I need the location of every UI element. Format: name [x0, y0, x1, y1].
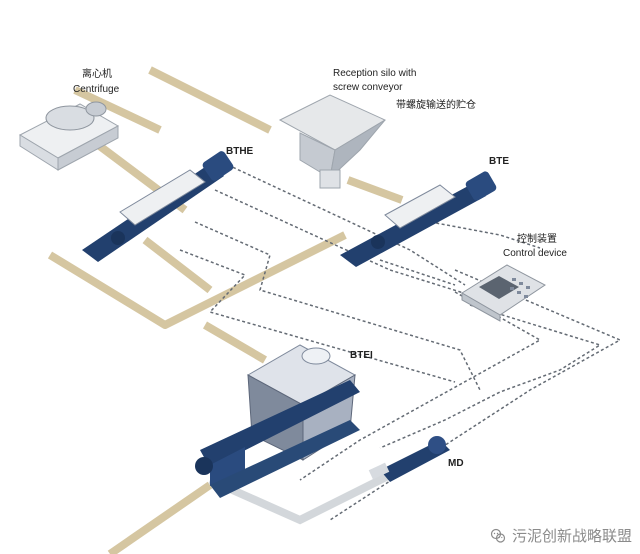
pump-bte — [340, 171, 497, 267]
main-down-pipe — [202, 321, 268, 364]
water-pipe — [208, 466, 402, 525]
btei-label: BTEI — [350, 350, 373, 361]
upper-right-pipe — [148, 66, 272, 134]
control-label-en: Control device — [503, 248, 567, 259]
watermark-text: 污泥创新战略联盟 — [511, 527, 632, 545]
bte-label: BTE — [489, 156, 509, 167]
control-device — [461, 264, 546, 322]
watermark: 污泥创新战略联盟 — [490, 525, 632, 546]
silo-label-cn: 带螺旋输送的贮仓 — [396, 100, 476, 111]
left-bottom-pipe — [107, 481, 213, 554]
main-left-pipe — [47, 231, 347, 329]
upper-left-pipe — [73, 86, 162, 134]
silo-label-en-2: screw conveyor — [333, 82, 403, 93]
control-label-cn: 控制装置 — [517, 234, 557, 245]
centrifuge — [18, 101, 120, 171]
silo-pipe — [346, 176, 404, 204]
control-lines — [179, 164, 622, 521]
centrifuge-label-cn: 离心机 — [82, 69, 112, 80]
pump-md — [368, 436, 450, 482]
pump-btei — [195, 344, 360, 498]
md-label: MD — [448, 458, 464, 469]
silo-label-en-1: Reception silo with — [333, 68, 417, 79]
wechat-icon — [490, 528, 506, 543]
reception-silo — [278, 94, 387, 189]
bthe-label: BTHE — [226, 146, 254, 157]
pump-bthe — [82, 151, 234, 262]
branch-bthe-pipe — [142, 236, 213, 294]
centrifuge-label-en: Centrifuge — [73, 84, 120, 95]
